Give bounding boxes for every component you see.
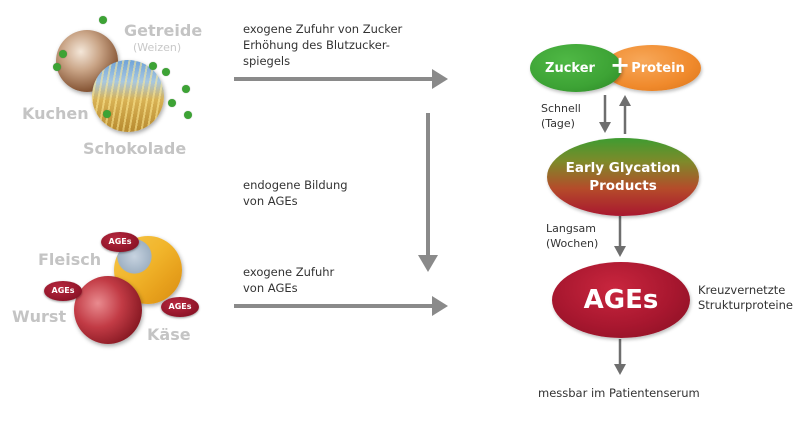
- grain-photo: [92, 60, 164, 132]
- early-label-2: Products: [589, 178, 657, 194]
- arrow-langsam-down: [614, 216, 626, 257]
- early-glycation-oval: Early Glycation Products: [547, 138, 699, 216]
- text-line: spiegels: [243, 54, 291, 68]
- green-dot: [149, 62, 157, 70]
- ages-badge: AGEs: [101, 232, 139, 252]
- ages-badge: AGEs: [161, 297, 199, 317]
- food-cluster-top: Getreide (Weizen) Kuchen Schokolade: [0, 0, 230, 170]
- early-label-1: Early Glycation: [565, 160, 681, 176]
- text-line: Schnell: [541, 102, 581, 115]
- text-line: von AGEs: [243, 281, 298, 295]
- arrow-messbar-down: [614, 339, 626, 375]
- green-dot: [59, 50, 67, 58]
- green-dot: [53, 63, 61, 71]
- text-line: endogene Bildung: [243, 178, 348, 192]
- text-langsam: Langsam (Wochen): [546, 221, 598, 251]
- label-kuchen: Kuchen: [22, 104, 89, 123]
- plus-sign: +: [610, 51, 631, 79]
- text-endogen: endogene Bildung von AGEs: [243, 177, 348, 209]
- text-line: von AGEs: [243, 194, 298, 208]
- food-cluster-bottom: AGEs AGEs AGEs Fleisch Wurst Käse: [0, 220, 230, 360]
- label-getreide: Getreide: [124, 21, 203, 40]
- text-schnell: Schnell (Tage): [541, 101, 581, 131]
- zucker-label: Zucker: [545, 60, 595, 76]
- meat-photo: [74, 276, 142, 344]
- green-dot: [103, 110, 111, 118]
- green-dot: [99, 16, 107, 24]
- arrow-schnell-down: [599, 95, 611, 133]
- arrow-vertical-endogen: [418, 113, 438, 272]
- text-line: Kreuzvernetzte: [698, 283, 786, 297]
- text-messbar: messbar im Patientenserum: [538, 386, 700, 400]
- text-line: exogene Zufuhr: [243, 265, 335, 279]
- text-line: Erhöhung des Blutzucker-: [243, 38, 390, 52]
- label-kaese: Käse: [147, 325, 191, 344]
- text-line: (Tage): [541, 117, 575, 130]
- text-line: Langsam: [546, 222, 597, 235]
- ages-oval: AGEs: [552, 262, 690, 338]
- arrow-top-horizontal: [234, 69, 448, 89]
- ages-badge: AGEs: [44, 281, 82, 301]
- label-weizen: (Weizen): [133, 41, 182, 54]
- text-line: exogene Zufuhr von Zucker: [243, 22, 403, 36]
- label-schokolade: Schokolade: [83, 139, 187, 158]
- text-kreuzvernetzte: Kreuzvernetzte Strukturproteine: [698, 283, 793, 313]
- ages-label: AGEs: [583, 285, 659, 315]
- zucker-oval: Zucker: [530, 44, 622, 92]
- green-dot: [162, 68, 170, 76]
- text-line: Strukturproteine: [698, 298, 793, 312]
- green-dot: [182, 85, 190, 93]
- arrow-bottom-horizontal: [234, 296, 448, 316]
- arrow-schnell-up: [619, 95, 631, 134]
- label-wurst: Wurst: [12, 307, 67, 326]
- green-dot: [168, 99, 176, 107]
- text-line: (Wochen): [546, 237, 599, 250]
- label-fleisch: Fleisch: [38, 250, 102, 269]
- protein-label: Protein: [631, 60, 685, 76]
- text-exogen-ages: exogene Zufuhr von AGEs: [243, 264, 334, 296]
- green-dot: [184, 111, 192, 119]
- text-exogen-zucker: exogene Zufuhr von Zucker Erhöhung des B…: [243, 21, 402, 69]
